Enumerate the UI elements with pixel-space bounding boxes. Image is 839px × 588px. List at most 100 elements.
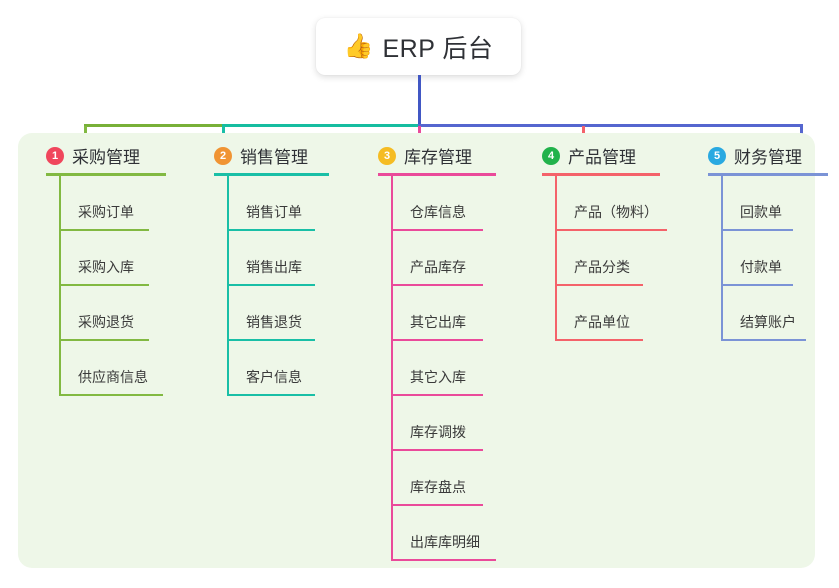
column-title: 库存管理	[404, 148, 472, 167]
item-underline	[227, 394, 315, 396]
column-badge-number: 1	[46, 146, 64, 165]
column-badge-number: 3	[378, 146, 396, 165]
root-title-card: 👍 ERP 后台	[316, 18, 521, 75]
column-badge-number: 5	[708, 146, 726, 165]
item-underline	[391, 504, 483, 506]
item-underline	[391, 559, 496, 561]
list-item[interactable]: 销售出库	[227, 231, 315, 286]
item-spine	[555, 176, 557, 231]
list-item[interactable]: 回款单	[721, 176, 793, 231]
item-label: 其它入库	[410, 369, 466, 385]
connector-stem	[418, 75, 421, 127]
column-header-5[interactable]: 5 财务管理	[708, 143, 802, 168]
list-item[interactable]: 其它出库	[391, 286, 483, 341]
column-underline	[46, 173, 166, 176]
item-spine	[721, 286, 723, 341]
page-title: ERP 后台	[382, 34, 494, 63]
item-underline	[391, 229, 483, 231]
column-header-1[interactable]: 1 采购管理	[46, 143, 140, 168]
item-underline	[227, 229, 315, 231]
item-label: 产品分类	[574, 259, 630, 275]
list-item[interactable]: 采购订单	[59, 176, 149, 231]
list-item[interactable]: 产品库存	[391, 231, 483, 286]
item-spine	[227, 286, 229, 341]
column-badge-number: 2	[214, 146, 232, 165]
list-item[interactable]: 客户信息	[227, 341, 315, 396]
list-item[interactable]: 库存盘点	[391, 451, 483, 506]
column-underline	[708, 173, 828, 176]
item-spine	[391, 451, 393, 506]
column-item-list: 销售订单销售出库销售退货客户信息	[227, 176, 315, 396]
list-item[interactable]: 销售退货	[227, 286, 315, 341]
connector-bus-left	[84, 124, 224, 127]
column-item-list: 产品（物料） 产品分类产品单位	[555, 176, 667, 341]
item-underline	[391, 449, 483, 451]
item-underline	[227, 284, 315, 286]
item-label: 供应商信息	[78, 369, 148, 385]
item-underline	[391, 284, 483, 286]
column-underline	[378, 173, 496, 176]
column-header-4[interactable]: 4 产品管理	[542, 143, 636, 168]
list-item[interactable]: 库存调拨	[391, 396, 483, 451]
item-label: 其它出库	[410, 314, 466, 330]
item-spine	[555, 231, 557, 286]
column-title: 采购管理	[72, 148, 140, 167]
list-item[interactable]: 销售订单	[227, 176, 315, 231]
diagram-panel: 1 采购管理采购订单采购入库采购退货供应商信息 2 销售管理销售订单销售出库销售退货客…	[18, 133, 828, 568]
item-underline	[391, 339, 483, 341]
item-label: 仓库信息	[410, 204, 466, 220]
item-underline	[59, 229, 149, 231]
thumbs-up-icon: 👍	[343, 32, 374, 60]
list-item[interactable]: 付款单	[721, 231, 793, 286]
list-item[interactable]: 其它入库	[391, 341, 483, 396]
column-title: 销售管理	[240, 148, 308, 167]
item-label: 销售退货	[246, 314, 302, 330]
column-item-list: 仓库信息产品库存其它出库其它入库库存调拨库存盘点出库库明细	[391, 176, 496, 561]
item-underline	[555, 284, 643, 286]
item-label: 客户信息	[246, 369, 302, 385]
item-underline	[721, 339, 806, 341]
item-spine	[59, 176, 61, 231]
connector-bus-middle	[222, 124, 420, 127]
item-spine	[59, 286, 61, 341]
list-item[interactable]: 出库库明细	[391, 506, 496, 561]
item-underline	[227, 339, 315, 341]
column-title: 产品管理	[568, 148, 636, 167]
column-badge-number: 4	[542, 146, 560, 165]
item-spine	[721, 176, 723, 231]
column-item-list: 回款单付款单结算账户	[721, 176, 806, 341]
item-label: 回款单	[740, 204, 782, 220]
item-spine	[391, 286, 393, 341]
list-item[interactable]: 结算账户	[721, 286, 806, 341]
item-spine	[227, 176, 229, 231]
item-label: 采购入库	[78, 259, 134, 275]
list-item[interactable]: 产品（物料）	[555, 176, 667, 231]
item-label: 销售订单	[246, 204, 302, 220]
list-item[interactable]: 产品分类	[555, 231, 643, 286]
connector-bus-right	[418, 124, 803, 127]
item-label: 库存调拨	[410, 424, 466, 440]
column-header-3[interactable]: 3 库存管理	[378, 143, 472, 168]
list-item[interactable]: 产品单位	[555, 286, 643, 341]
item-spine	[391, 231, 393, 286]
item-label: 付款单	[740, 259, 782, 275]
item-underline	[721, 229, 793, 231]
column-item-list: 采购订单采购入库采购退货供应商信息	[59, 176, 163, 396]
item-label: 销售出库	[246, 259, 302, 275]
item-underline	[59, 339, 149, 341]
item-spine	[721, 231, 723, 286]
column-title: 财务管理	[734, 148, 802, 167]
column-header-2[interactable]: 2 销售管理	[214, 143, 308, 168]
item-spine	[391, 396, 393, 451]
item-underline	[555, 229, 667, 231]
item-spine	[59, 341, 61, 396]
item-underline	[391, 394, 483, 396]
item-spine	[227, 231, 229, 286]
list-item[interactable]: 采购入库	[59, 231, 149, 286]
list-item[interactable]: 供应商信息	[59, 341, 163, 396]
item-spine	[391, 341, 393, 396]
item-label: 产品单位	[574, 314, 630, 330]
item-label: 产品（物料）	[574, 204, 658, 220]
list-item[interactable]: 仓库信息	[391, 176, 483, 231]
list-item[interactable]: 采购退货	[59, 286, 149, 341]
